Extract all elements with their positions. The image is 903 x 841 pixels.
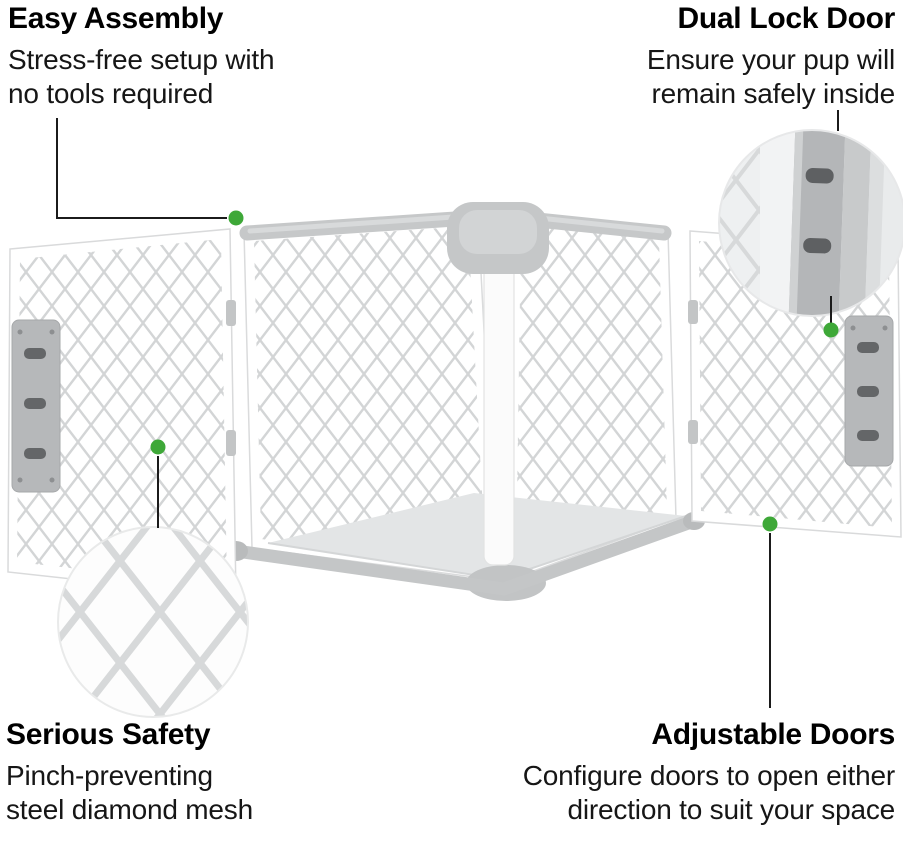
left-door-lock-plate <box>11 319 61 493</box>
crate-corner-post <box>447 202 549 566</box>
feature-adjustable-doors: Adjustable Doors Configure doors to open… <box>522 718 896 827</box>
crate-right-wall <box>505 210 677 583</box>
crate-left-door <box>7 228 237 598</box>
crate-illustration <box>7 202 902 601</box>
feature-body-easy-assembly: Stress-free setup with no tools required <box>8 43 275 109</box>
feature-serious-safety: Serious Safety Pinch-preventing steel di… <box>6 718 253 827</box>
feature-title-easy-assembly: Easy Assembly <box>8 2 224 35</box>
callout-dot-serious-safety <box>150 439 166 455</box>
callout-dot-easy-assembly <box>228 210 244 226</box>
callout-dot-adjustable-doors <box>762 516 778 532</box>
feature-body-dual-lock-door: Ensure your pup will remain safely insid… <box>646 43 895 109</box>
callout-line-easy-assembly <box>56 118 227 219</box>
lock-detail-inset <box>718 129 903 317</box>
feature-dual-lock-door: Dual Lock Door Ensure your pup will rema… <box>647 2 895 111</box>
callouts <box>56 110 839 708</box>
feature-title-dual-lock-door: Dual Lock Door <box>677 2 896 35</box>
feature-body-serious-safety: Pinch-preventing steel diamond mesh <box>6 759 253 825</box>
callout-dot-dual-lock <box>823 322 839 338</box>
feature-title-serious-safety: Serious Safety <box>6 718 211 751</box>
crate-left-wall <box>239 210 498 581</box>
mesh-detail-inset <box>57 526 249 718</box>
feature-easy-assembly: Easy Assembly Stress-free setup with no … <box>8 2 275 111</box>
right-door-lock-plate <box>844 315 894 467</box>
feature-body-adjustable-doors: Configure doors to open either direction… <box>522 759 895 825</box>
feature-title-adjustable-doors: Adjustable Doors <box>651 718 895 751</box>
